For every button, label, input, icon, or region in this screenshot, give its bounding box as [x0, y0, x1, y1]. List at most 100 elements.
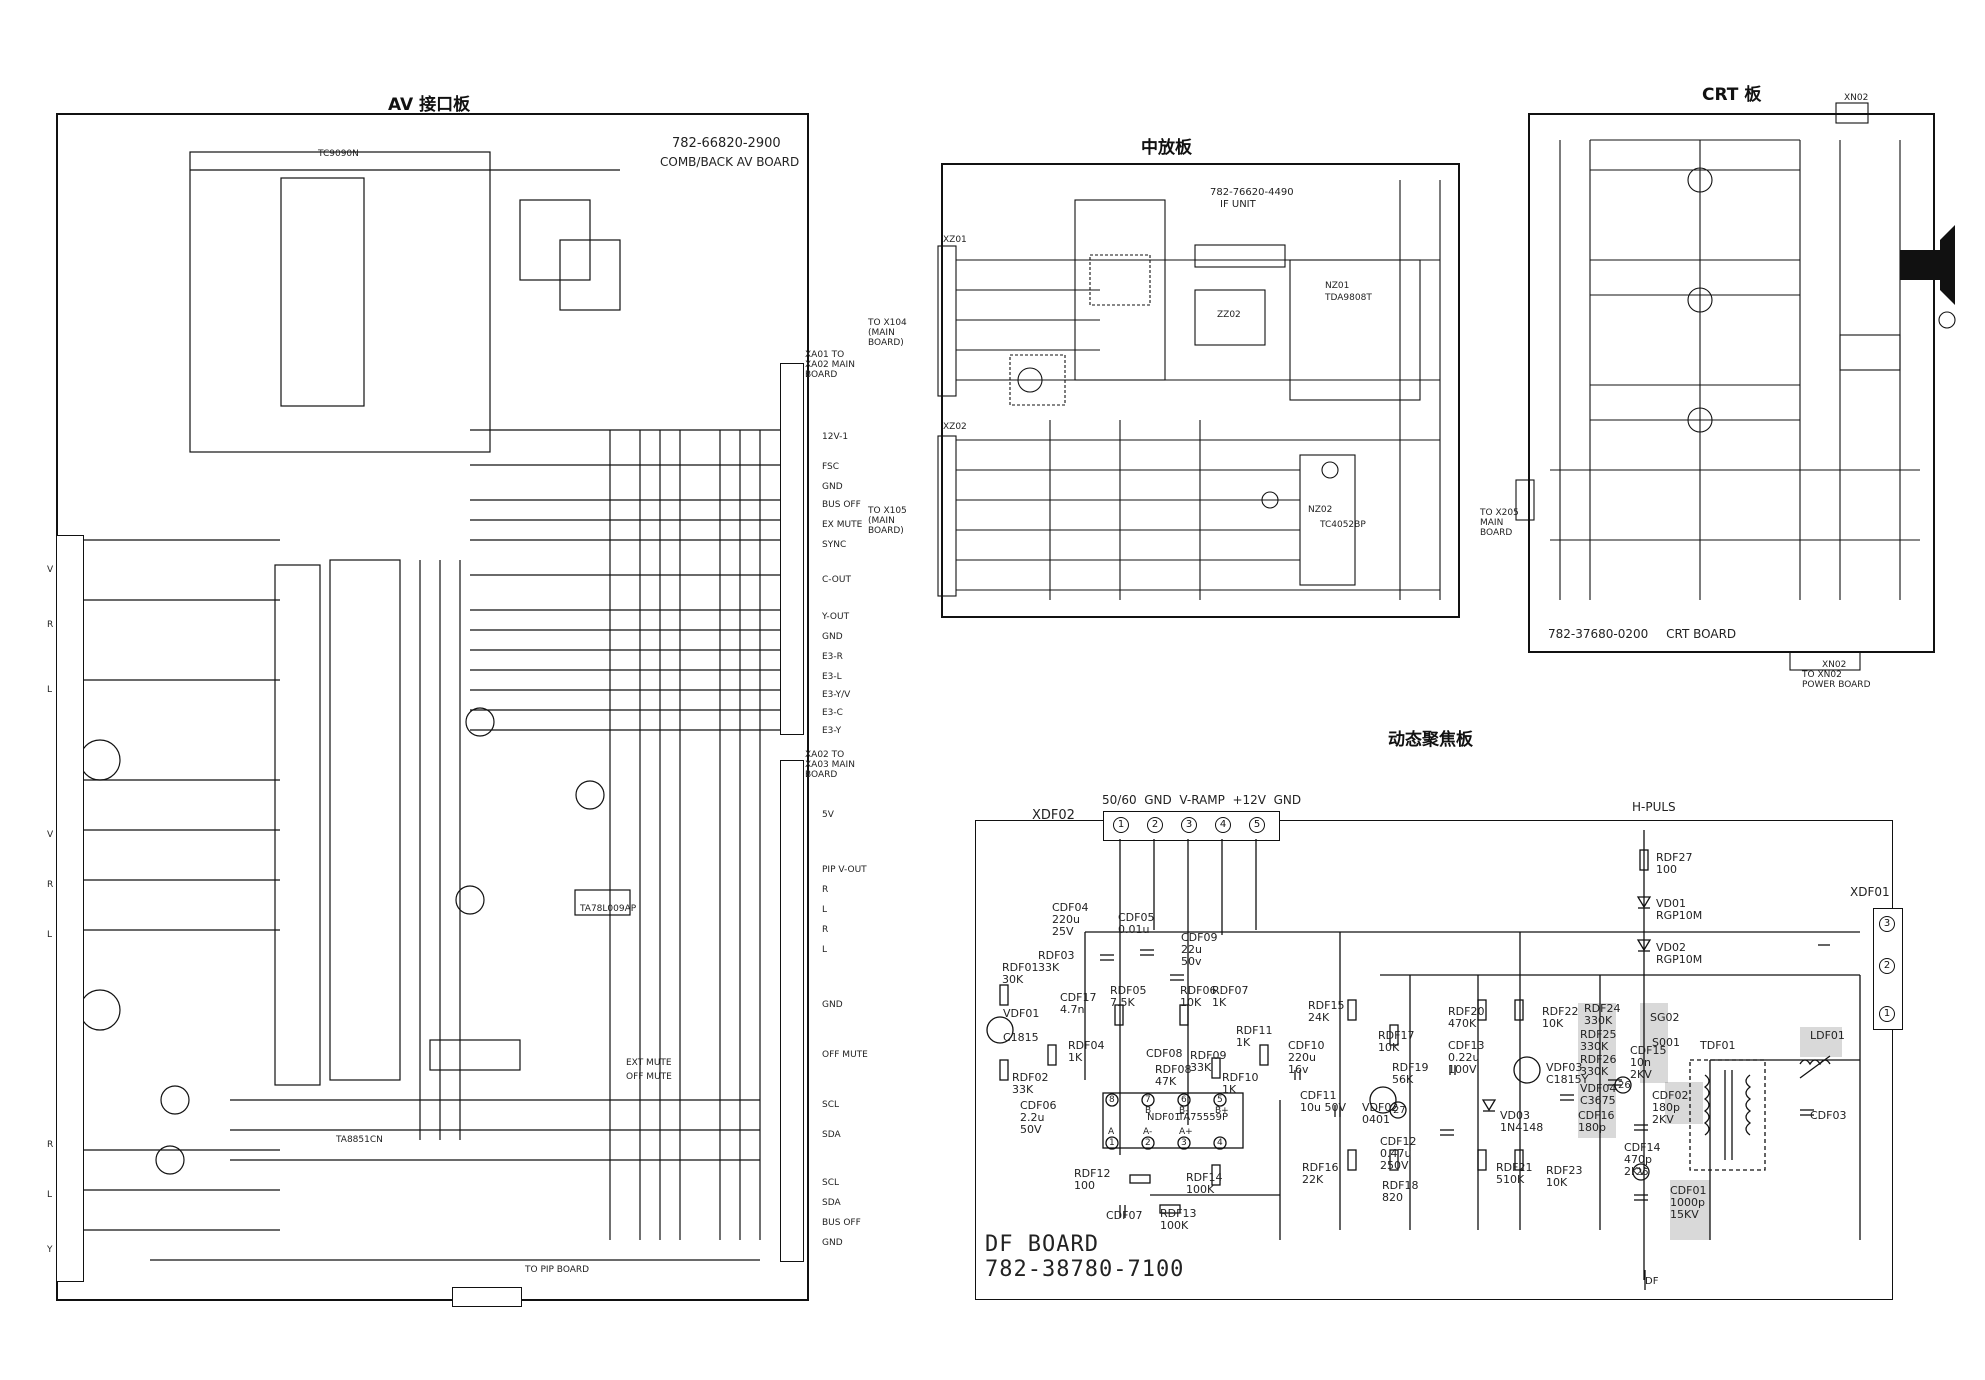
df-component-vdf04: VDF04 C3675: [1580, 1082, 1617, 1107]
df-component-rdf07: RDF07 1K: [1212, 984, 1249, 1009]
av-ic-ta8851cn: TA8851CN: [336, 1135, 383, 1145]
av-signal-12v: 12V-1: [822, 432, 849, 442]
df-component-tdf01: TDF01: [1700, 1039, 1736, 1052]
av-signal-l1: L: [822, 905, 828, 915]
av-mute-off: OFF MUTE: [626, 1072, 672, 1082]
df-component-cdf08: CDF08: [1146, 1047, 1183, 1060]
av-signal-fsc: FSC: [822, 462, 840, 472]
df-component-rdf25: RDF25 330K: [1580, 1028, 1617, 1053]
av-ic-ta78l009ap: TA78L009AP: [580, 904, 637, 914]
df-component-cdf01: CDF01 1000p 15KV: [1670, 1184, 1707, 1221]
df-component-cdf10: CDF10 220u 16v: [1288, 1039, 1325, 1076]
df-ic-pinlabel-bplus: B+: [1215, 1106, 1229, 1116]
crt-board-frame: [1528, 113, 1935, 653]
df-pin-5: 5: [1249, 817, 1265, 833]
df-component-rdf17: RDF17 10K: [1378, 1029, 1415, 1054]
df-component-rdf08: RDF08 47K: [1155, 1063, 1192, 1088]
av-signal-bus-off: BUS OFF: [822, 500, 861, 510]
av-signal-r2: R: [822, 925, 829, 935]
df-component-s001: S001: [1652, 1036, 1680, 1049]
df-component-cdf09: CDF09 22u 50v: [1181, 931, 1218, 968]
if-to-main-top: TO X104 (MAIN BOARD): [868, 318, 907, 348]
crt-part: 782-37680-0200: [1548, 627, 1649, 641]
av-signal-r1: R: [822, 885, 829, 895]
df-component-cdf06: CDF06 2.2u 50V: [1020, 1099, 1057, 1136]
if-board-part-number: 782-76620-4490: [1210, 187, 1294, 198]
av-board-title: AV 接口板: [388, 95, 471, 115]
df-component-cdf07: CDF07: [1106, 1209, 1143, 1222]
df-pin-4: 4: [1215, 817, 1231, 833]
av-pip-connector: [452, 1287, 522, 1307]
crt-board-part-number: 782-37680-0200 CRT BOARD: [1548, 627, 1736, 641]
df-component-rdf26: RDF26 330K: [1580, 1053, 1617, 1078]
df-component-rdf14: RDF14 100K: [1186, 1171, 1223, 1196]
df-component-rdf04: RDF04 1K: [1068, 1039, 1105, 1064]
df-component-rdf27: RDF27 100: [1656, 851, 1693, 876]
df-component-rdf03: RDF03 33K: [1038, 949, 1075, 974]
av-bottom-signal-scl: SCL: [822, 1178, 840, 1188]
if-board-frame: [941, 163, 1460, 618]
df-ic-pinlabel-bminus: B-: [1179, 1106, 1189, 1116]
df-ic-pin-4: 4: [1217, 1138, 1223, 1148]
av-connector-main-bottom-label: XA02 TO XA03 MAIN BOARD: [805, 750, 855, 780]
df-ic-pin-3: 3: [1181, 1138, 1187, 1148]
df-component-rdf02: RDF02 33K: [1012, 1071, 1049, 1096]
if-ic-tda9808t: TDA9808T: [1325, 293, 1372, 303]
df-node-26: 26: [1618, 1080, 1631, 1091]
if-board-title: 中放板: [1141, 138, 1192, 158]
av-signal-c-out: C-OUT: [822, 575, 851, 585]
av-signal-sync: SYNC: [822, 540, 847, 550]
df-component-rdf21: RDF21 510K: [1496, 1161, 1533, 1186]
df-component-rdf13: RDF13 100K: [1160, 1207, 1197, 1232]
df-ic-pin-8: 8: [1109, 1095, 1115, 1105]
df-out-pin-1: 1: [1879, 1006, 1895, 1022]
df-component-ldf01: LDF01: [1810, 1029, 1845, 1042]
df-board-frame: [975, 820, 1893, 1300]
av-ic-tc9090n: TC9090N: [318, 149, 359, 159]
av-bottom-signal-bus-off: BUS OFF: [822, 1218, 861, 1228]
av-jack-v2: V: [47, 830, 54, 840]
df-component-vd03: VD03 1N4148: [1500, 1109, 1544, 1134]
av-right-connector-bottom: [780, 760, 804, 1262]
if-ic-tc4052bp: TC4052BP: [1320, 520, 1366, 530]
if-connector-top: XZ01: [943, 235, 967, 245]
av-signal-sda: SDA: [822, 1130, 841, 1140]
df-component-rdf12: RDF12 100: [1074, 1167, 1111, 1192]
df-component-rdf19: RDF19 56K: [1392, 1061, 1429, 1086]
crt-name: CRT BOARD: [1666, 627, 1737, 641]
df-component-rdf18: RDF18 820: [1382, 1179, 1419, 1204]
df-board-name: DF BOARD: [985, 1232, 1099, 1257]
df-component-rdf22: RDF22 10K: [1542, 1005, 1579, 1030]
df-component-rdf06: RDF06 10K: [1180, 984, 1217, 1009]
df-component-rdf16: RDF16 22K: [1302, 1161, 1339, 1186]
av-signal-off-mute: OFF MUTE: [822, 1050, 868, 1060]
df-ic-pinlabel-a: A: [1108, 1127, 1115, 1137]
df-ic-pin-2: 2: [1145, 1138, 1151, 1148]
df-ic-pinlabel-b: B: [1145, 1106, 1152, 1116]
df-out-connector-label: XDF01: [1850, 885, 1890, 899]
df-component-rdf10: RDF10 1K: [1222, 1071, 1259, 1096]
df-ic-pin-1: 1: [1109, 1138, 1115, 1148]
av-bottom-signal-gnd: GND: [822, 1238, 843, 1248]
if-connector-bottom: XZ02: [943, 422, 967, 432]
df-hv-shade-2: [1640, 1003, 1668, 1083]
crt-board-title: CRT 板: [1702, 85, 1762, 105]
df-component-rdf20: RDF20 470K: [1448, 1005, 1485, 1030]
av-signal-gnd3: GND: [822, 1000, 843, 1010]
df-connector-label: XDF02: [1032, 808, 1075, 823]
av-pip-label: TO PIP BOARD: [525, 1265, 590, 1275]
df-component-vd01: VD01 RGP10M: [1656, 897, 1703, 922]
df-hv-shade-4: [1800, 1027, 1842, 1057]
df-component-rdf09: RDF09 33K: [1190, 1049, 1227, 1074]
df-board-title: 动态聚焦板: [1388, 730, 1473, 750]
df-component-cdf16: CDF16 180p: [1578, 1109, 1615, 1134]
df-hv-shade-5: [1670, 1180, 1710, 1240]
av-board-part-number: 782-66820-2900: [672, 136, 781, 151]
av-left-jack-strip: [56, 535, 84, 1282]
av-jack-y: Y: [47, 1245, 53, 1255]
df-pin-3: 3: [1181, 817, 1197, 833]
av-jack-r3: R: [47, 1140, 54, 1150]
df-component-rdf24: RDF24 330K: [1584, 1002, 1621, 1027]
df-out-pin-3: 3: [1879, 916, 1895, 932]
df-ground-label: DF: [1645, 1276, 1659, 1287]
